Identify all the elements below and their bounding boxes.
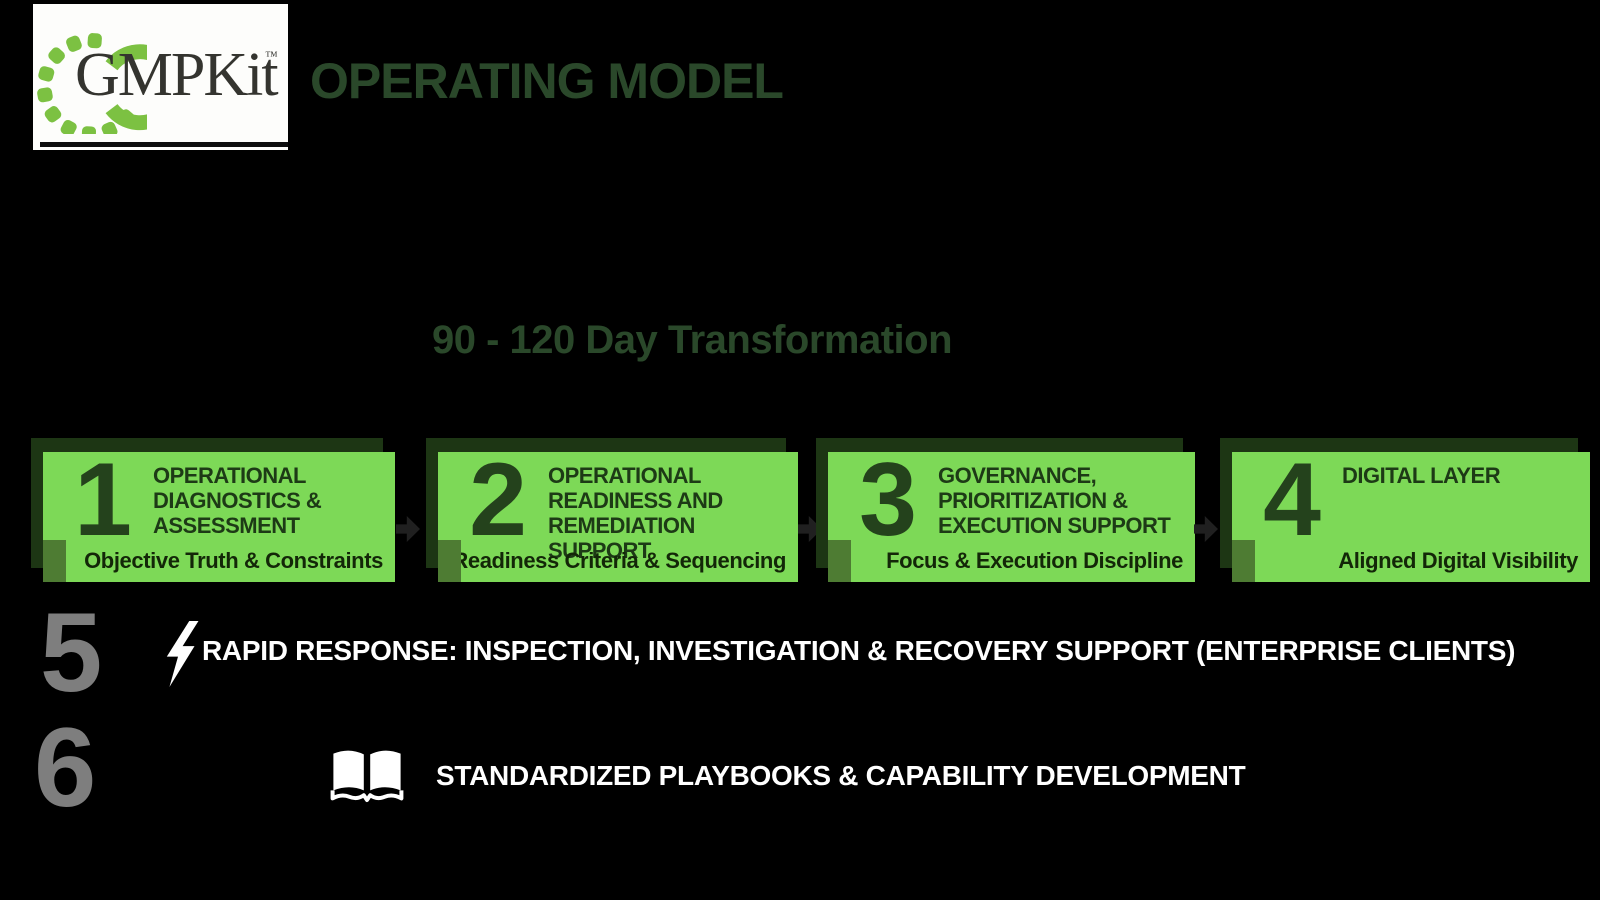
step-subtitle: Aligned Digital Visibility [1338,548,1578,573]
step-number: 4 [1263,442,1321,558]
transformation-heading: 90 - 120 Day Transformation [432,318,953,362]
step-number: 1 [74,442,132,558]
step-title: OPERATIONAL READINESS AND REMEDIATION SU… [548,463,723,563]
gear-icon [37,33,147,134]
logo-underline [40,142,288,147]
page-title: OPERATING MODEL [310,53,784,109]
corner-tab [828,540,851,582]
logo-wordmark: GMPKit [75,41,279,109]
step-title: OPERATIONAL DIAGNOSTICS & ASSESSMENT [153,463,322,538]
step-connector-arrow-icon [798,516,822,542]
step-box-4: 4 DIGITAL LAYER Aligned Digital Visibili… [1232,442,1590,582]
service-label-5: RAPID RESPONSE: INSPECTION, INVESTIGATIO… [202,635,1516,666]
step-number: 3 [859,442,917,558]
service-label-6: STANDARDIZED PLAYBOOKS & CAPABILITY DEVE… [436,760,1246,791]
corner-tab [438,540,461,582]
step-box-3: 3 GOVERNANCE, PRIORITIZATION & EXECUTION… [828,442,1195,582]
step-number: 2 [469,442,527,558]
step-title: GOVERNANCE, PRIORITIZATION & EXECUTION S… [938,463,1171,538]
step-connector-arrow-icon [396,516,420,542]
service-number-6: 6 [34,705,97,830]
gmpkit-logo: GMPKit ™ [33,4,288,150]
step-subtitle: Focus & Execution Discipline [886,548,1183,573]
step-connector-arrow-icon [1194,516,1218,542]
corner-tab [1232,540,1255,582]
service-number-5: 5 [40,590,103,715]
open-book-icon [330,750,404,802]
trademark-symbol: ™ [265,48,278,63]
lightning-icon [166,621,199,687]
step-title: DIGITAL LAYER [1342,463,1501,488]
step-subtitle: Objective Truth & Constraints [84,548,383,573]
step-box-2: 2 OPERATIONAL READINESS AND REMEDIATION … [438,442,798,582]
corner-tab [43,540,66,582]
step-subtitle: Readiness Criteria & Sequencing [452,548,786,573]
step-box-1: 1 OPERATIONAL DIAGNOSTICS & ASSESSMENT O… [43,442,395,582]
